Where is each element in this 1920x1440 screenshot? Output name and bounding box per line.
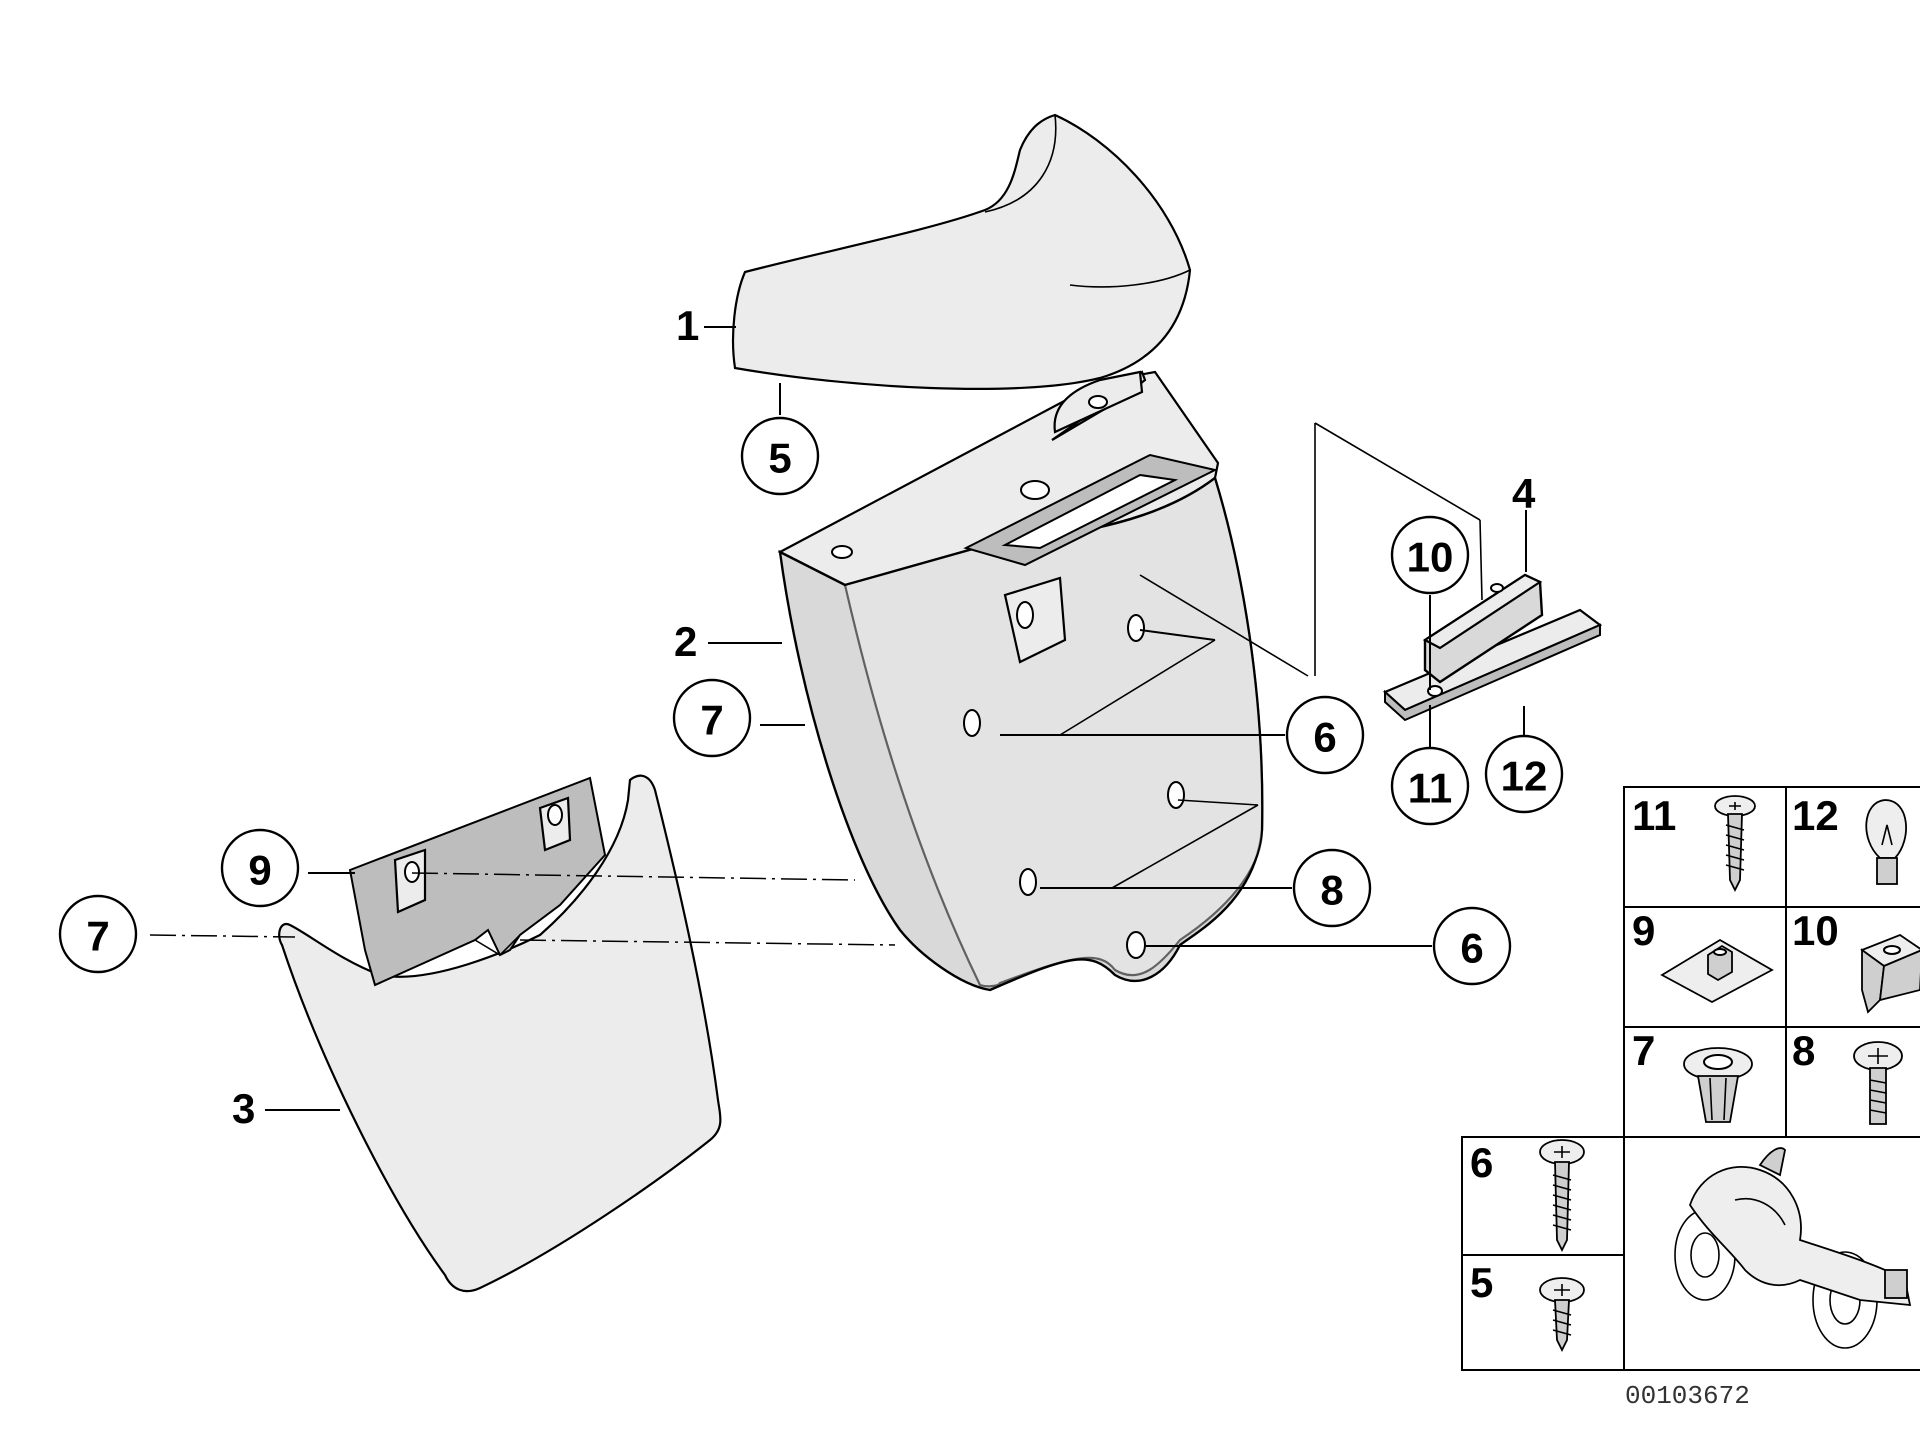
callout-11-label: 11 — [1408, 765, 1452, 812]
legend-label-6: 6 — [1470, 1139, 1493, 1186]
legend-label-11: 11 — [1632, 792, 1676, 839]
callout-11: 11 — [1390, 746, 1470, 826]
callout-7-upper-label: 7 — [700, 697, 723, 744]
callout-7-upper: 7 — [672, 678, 752, 758]
rivet-7-icon — [1683, 1047, 1753, 1123]
label-part-4: 4 — [1512, 470, 1536, 517]
legend-label-9: 9 — [1632, 907, 1655, 954]
legend-label-10: 10 — [1792, 907, 1839, 954]
part-1-seat-cowl — [731, 113, 1192, 390]
hardware-legend: 11 12 9 10 7 8 6 5 — [1461, 786, 1920, 1371]
callout-6-lower-label: 6 — [1460, 925, 1483, 972]
screw-5-icon — [1539, 1277, 1585, 1353]
callout-12: 12 — [1484, 734, 1564, 814]
bulb-12-icon — [1865, 799, 1907, 885]
callout-8: 8 — [1292, 848, 1372, 928]
callout-12-label: 12 — [1501, 753, 1548, 800]
legend-cell-11 — [1623, 786, 1787, 908]
callout-10: 10 — [1390, 515, 1470, 595]
nut-10-icon — [1860, 933, 1920, 1014]
bolt-8-icon — [1853, 1041, 1903, 1125]
legend-cell-5 — [1461, 1254, 1625, 1371]
motorcycle-icon — [1674, 1147, 1912, 1349]
screw-6-icon — [1539, 1139, 1585, 1253]
callout-6-upper-label: 6 — [1313, 714, 1336, 761]
label-part-1: 1 — [676, 302, 699, 349]
part-4-plate-light — [1382, 573, 1603, 722]
callout-6-lower: 6 — [1432, 906, 1512, 986]
callout-7-lower-label: 7 — [86, 913, 109, 960]
legend-label-5: 5 — [1470, 1259, 1493, 1306]
image-code: 00103672 — [1625, 1381, 1750, 1411]
screw-11-icon — [1714, 795, 1756, 893]
legend-label-12: 12 — [1792, 792, 1839, 839]
callout-10-label: 10 — [1407, 534, 1454, 581]
label-part-3: 3 — [232, 1085, 255, 1132]
legend-label-8: 8 — [1792, 1027, 1815, 1074]
callout-5-label: 5 — [768, 435, 791, 482]
part-3-mudflap — [278, 774, 722, 1293]
legend-cell-8 — [1785, 1026, 1920, 1138]
callout-6-upper: 6 — [1285, 695, 1365, 775]
callout-8-label: 8 — [1320, 867, 1343, 914]
callout-9-label: 9 — [248, 847, 271, 894]
label-part-2: 2 — [674, 618, 697, 665]
callout-7-lower: 7 — [58, 894, 138, 974]
callout-9: 9 — [220, 828, 300, 908]
legend-label-7: 7 — [1632, 1027, 1655, 1074]
part-2-rear-panel — [777, 370, 1264, 992]
callout-5: 5 — [740, 416, 820, 496]
clip-9-icon — [1660, 938, 1774, 1004]
